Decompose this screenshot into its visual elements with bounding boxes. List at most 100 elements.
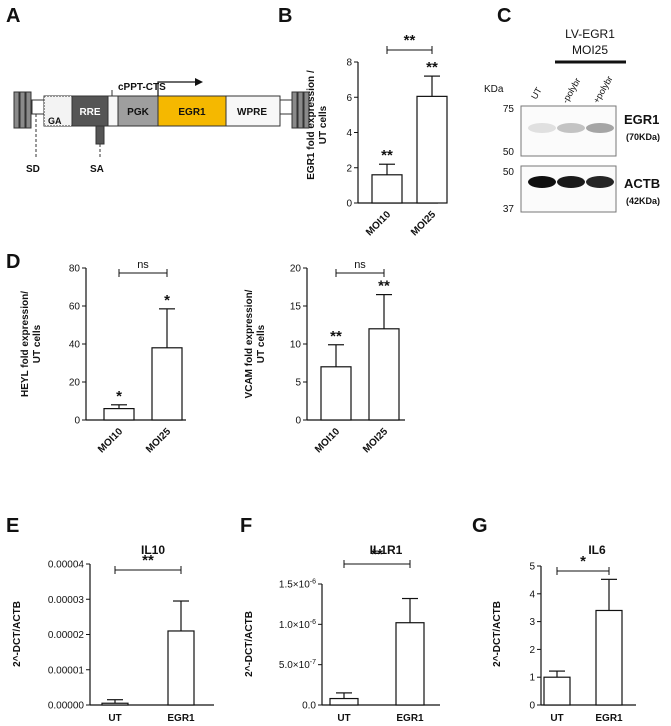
blot-header-line1: LV-EGR1 (565, 27, 615, 41)
bar-b-0 (371, 174, 403, 204)
blot-band-actb-3 (586, 176, 614, 188)
y-tick-label-g-0: 0 (529, 701, 535, 712)
y-axis-label-b: EGR1 fold expression /UT cells (306, 70, 329, 180)
category-label-g-0: UT (550, 713, 563, 724)
marker-75: 75 (503, 104, 515, 115)
y-tick-label-d2-0: 0 (295, 416, 301, 427)
egr1-segment (157, 95, 227, 127)
panel-letter-f: F (240, 515, 252, 537)
panel-letter-a: A (6, 5, 20, 27)
y-tick-label-g-1: 1 (529, 673, 535, 684)
bar-d2-1 (368, 328, 400, 421)
ltr-left-stripe-1 (13, 91, 20, 129)
bar-e-0 (101, 702, 129, 706)
y-tick-label-g-3: 3 (529, 617, 535, 628)
kda-label: KDa (484, 84, 504, 95)
blot-band-egr1-2 (557, 123, 585, 133)
band-size-egr1: (70KDa) (626, 132, 660, 142)
y-tick-label-d2-4: 20 (290, 264, 302, 275)
chart-title-e: IL10 (141, 543, 165, 557)
y-tick-label-g-5: 5 (529, 562, 535, 573)
bar-e-1 (167, 630, 195, 706)
ltr-left-stripe-2 (19, 91, 26, 129)
panel-letter-b: B (278, 5, 292, 27)
chart-title-g: IL6 (588, 543, 606, 557)
egr1-label: EGR1 (178, 107, 206, 118)
bar-f-0 (329, 697, 359, 706)
y-tick-label-d1-1: 20 (69, 378, 81, 389)
blot-band-egr1-1 (528, 123, 556, 133)
bracket-label-e: ** (142, 552, 154, 569)
ltr-right-stripe-2 (297, 91, 304, 129)
promoter-arrow-line (157, 81, 195, 96)
y-tick-label-d1-3: 60 (69, 302, 81, 313)
y-axis-label-f: 2^-DCT/ACTB (244, 611, 255, 677)
marker-50-bottom: 50 (503, 167, 515, 178)
category-label-d1-0: MOI10 (96, 426, 125, 455)
y-tick-label-e-4: 0.00004 (48, 560, 85, 571)
blot-membrane-bottom (520, 165, 617, 213)
y-tick-label-g-2: 2 (529, 645, 535, 656)
category-label-b-0: MOI10 (364, 209, 393, 238)
category-label-f-1: EGR1 (396, 713, 424, 724)
ltr-left-stripe-3 (25, 91, 32, 129)
blot-band-actb-2 (557, 176, 585, 188)
chart-title-f: IL1R1 (370, 543, 403, 557)
marker-37: 37 (503, 204, 515, 215)
sa-segment (95, 125, 105, 145)
bracket-label-f: ** (371, 546, 383, 563)
band-size-actb: (42KDa) (626, 196, 660, 206)
bracket-label-b: ** (404, 32, 416, 49)
y-axis-label-e: 2^-DCT/ACTB (12, 601, 23, 667)
rre-segment (71, 95, 109, 127)
bar-f-1 (395, 622, 425, 706)
significance-star-b-1: ** (426, 59, 438, 76)
category-label-e-0: UT (108, 713, 121, 724)
y-tick-label-b-3: 6 (346, 93, 352, 104)
ltr-right-stripe-1 (291, 91, 298, 129)
category-label-f-0: UT (337, 713, 350, 724)
bar-d1-0 (103, 408, 135, 421)
band-label-egr1: EGR1 (624, 112, 659, 127)
blot-band-egr1-3 (586, 123, 614, 133)
y-tick-label-b-0: 0 (346, 199, 352, 210)
promoter-arrow-head (195, 78, 203, 86)
pgk-label: PGK (127, 107, 149, 118)
y-tick-label-b-4: 8 (346, 58, 352, 69)
y-tick-label-e-3: 0.00003 (48, 595, 85, 606)
y-axis-label-g: 2^-DCT/ACTB (492, 601, 503, 667)
y-tick-label-g-4: 4 (529, 589, 535, 600)
marker-50-top: 50 (503, 147, 515, 158)
bar-d2-0 (320, 366, 352, 421)
actb-bands (528, 176, 614, 188)
ga-label: GA (48, 116, 62, 126)
bracket-label-d2: ns (354, 259, 366, 271)
category-label-d1-1: MOI25 (144, 426, 173, 455)
blot-band-actb-1 (528, 176, 556, 188)
panel-letter-c: C (497, 5, 511, 27)
sd-label: SD (26, 164, 40, 175)
y-tick-label-f-2: 1.0×10-6 (279, 619, 316, 631)
category-label-b-1: MOI25 (409, 209, 438, 238)
rre-label: RRE (79, 107, 100, 118)
significance-star-d1-0: * (116, 388, 122, 405)
y-tick-label-d1-4: 80 (69, 264, 81, 275)
y-tick-label-f-3: 1.5×10-6 (279, 579, 316, 591)
significance-star-d2-1: ** (378, 278, 390, 295)
y-tick-label-d2-1: 5 (295, 378, 301, 389)
category-label-d2-0: MOI10 (313, 426, 342, 455)
y-axis-label-d1: HEYL fold expression/UT cells (20, 291, 43, 397)
y-tick-label-d2-2: 10 (290, 340, 302, 351)
bar-g-1 (595, 609, 623, 706)
significance-star-d1-1: * (164, 292, 170, 309)
bracket-label-d1: ns (137, 259, 149, 271)
bar-b-1 (416, 95, 448, 204)
panel-letter-e: E (6, 515, 19, 537)
category-label-e-1: EGR1 (167, 713, 195, 724)
bracket-label-g: * (580, 553, 586, 570)
